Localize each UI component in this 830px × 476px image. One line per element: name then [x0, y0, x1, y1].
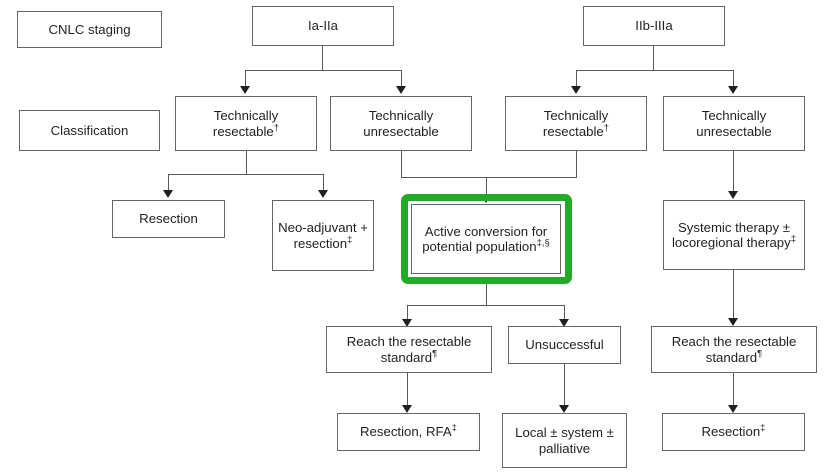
connector-iib-iiia-bar [576, 70, 733, 72]
arrow-to-reach-standard-right [728, 318, 738, 326]
connector-left-unresectable-stem [401, 151, 403, 178]
node-reach-standard-left-text: Reach the resectable standard¶ [331, 334, 487, 365]
node-systemic-therapy-label: Systemic therapy ± locoregional therapy [671, 219, 791, 251]
connector-to-neoadjuvant-drop [323, 174, 325, 192]
arrow-to-resection-rfa [402, 405, 412, 413]
node-active-conversion: Active conversion for potential populati… [411, 204, 561, 274]
node-resection-rfa-text: Resection, RFA‡ [360, 424, 457, 440]
node-local-system-palliative-text: Local ± system ± palliative [515, 425, 614, 456]
node-resection-final-text: Resection‡ [702, 424, 766, 440]
connector-systemic-therapy-stem [733, 270, 735, 320]
connector-iib-iiia-left-drop [576, 70, 578, 88]
node-active-conversion-text: Active conversion for potential populati… [416, 224, 556, 255]
footnote-marker-double-dagger-2: ‡ [790, 233, 797, 245]
connector-active-conversion-stem [486, 284, 488, 306]
node-reach-standard-left: Reach the resectable standard¶ [326, 326, 492, 373]
connector-ia-iia-left-drop [245, 70, 247, 88]
node-left-technically-unresectable-text: Technically unresectable [363, 108, 439, 139]
connector-ia-iia-right-drop [401, 70, 403, 88]
footnote-marker-double-dagger-section: ‡,§ [536, 237, 550, 249]
footnote-marker-pilcrow: ¶ [432, 348, 438, 360]
row-label-classification-text: Classification [50, 122, 129, 138]
node-reach-standard-right: Reach the resectable standard¶ [651, 326, 817, 373]
node-stage-ia-iia-text: Ia-IIa [307, 18, 339, 34]
row-label-cnlc-staging-text: CNLC staging [48, 21, 131, 37]
connector-reach-standard-right-stem [733, 373, 735, 407]
row-label-classification: Classification [19, 110, 160, 151]
node-local-system-palliative: Local ± system ± palliative [502, 413, 627, 468]
connector-ia-iia-bar [245, 70, 402, 72]
connector-active-conversion-drop [486, 177, 488, 197]
node-neoadjuvant-resection-label: Neo-adjuvant + resection [278, 220, 368, 251]
node-resection-final: Resection‡ [662, 413, 805, 451]
arrow-to-resection-final [728, 405, 738, 413]
connector-to-reach-standard-left-drop [407, 305, 409, 321]
node-left-technically-unresectable: Technically unresectable [330, 96, 472, 151]
connector-left-resectable-bar [168, 174, 324, 176]
node-right-technically-unresectable: Technically unresectable [663, 96, 805, 151]
node-systemic-therapy-text: Systemic therapy ± locoregional therapy‡ [668, 220, 800, 251]
node-resection-text: Resection [139, 211, 198, 227]
node-right-technically-resectable-label: Technically resectable [542, 108, 609, 139]
arrow-to-systemic-therapy [728, 191, 738, 199]
arrow-ia-iia-to-left-resectable [240, 86, 250, 94]
connector-right-unresectable-stem [733, 151, 735, 193]
node-unsuccessful-text: Unsuccessful [525, 337, 604, 353]
connector-to-unsuccessful-drop [564, 305, 566, 321]
connector-merge-bar-active-conversion [401, 177, 577, 179]
node-left-technically-resectable-text: Technically resectable† [180, 108, 312, 139]
node-resection-rfa: Resection, RFA‡ [337, 413, 480, 451]
node-left-technically-resectable-label: Technically resectable [212, 108, 279, 139]
node-reach-standard-right-label: Reach the resectable standard [671, 334, 797, 365]
connector-unsuccessful-stem [564, 364, 566, 407]
node-neoadjuvant-resection: Neo-adjuvant + resection‡ [272, 200, 374, 271]
node-systemic-therapy: Systemic therapy ± locoregional therapy‡ [663, 200, 805, 270]
arrow-ia-iia-to-left-unresectable [396, 86, 406, 94]
footnote-marker-double-dagger: ‡ [347, 234, 353, 246]
node-right-technically-unresectable-text: Technically unresectable [696, 108, 772, 139]
node-resection: Resection [112, 200, 225, 238]
arrow-to-active-conversion [481, 195, 491, 203]
node-stage-ia-iia: Ia-IIa [252, 6, 394, 46]
footnote-marker-pilcrow-2: ¶ [757, 348, 763, 360]
node-right-technically-resectable-text: Technically resectable† [510, 108, 642, 139]
connector-ia-iia-stem [322, 46, 324, 71]
node-resection-rfa-label: Resection, RFA [360, 424, 452, 440]
footnote-marker-dagger-2: † [603, 122, 610, 134]
arrow-iib-iiia-to-right-unresectable [728, 86, 738, 94]
footnote-marker-dagger: † [273, 122, 280, 134]
arrow-to-resection [163, 190, 173, 198]
node-stage-iib-iiia: IIb-IIIa [583, 6, 725, 46]
node-left-technically-resectable: Technically resectable† [175, 96, 317, 151]
connector-right-resectable-stem [576, 151, 578, 178]
arrow-iib-iiia-to-right-resectable [571, 86, 581, 94]
arrow-to-reach-standard-left [402, 319, 412, 327]
node-stage-iib-iiia-text: IIb-IIIa [635, 18, 673, 34]
node-neoadjuvant-resection-text: Neo-adjuvant + resection‡ [277, 220, 369, 251]
node-active-conversion-label: Active conversion for potential populati… [422, 223, 548, 255]
node-right-technically-resectable: Technically resectable† [505, 96, 647, 151]
connector-iib-iiia-stem [653, 46, 655, 71]
connector-left-resectable-stem [246, 151, 248, 175]
row-label-cnlc-staging: CNLC staging [17, 11, 162, 48]
arrow-to-neoadjuvant [318, 190, 328, 198]
arrow-to-unsuccessful [559, 319, 569, 327]
connector-reach-standard-left-stem [407, 373, 409, 407]
connector-to-resection-drop [168, 174, 170, 192]
connector-iib-iiia-right-drop [733, 70, 735, 88]
connector-active-conversion-bar [407, 305, 565, 307]
node-reach-standard-right-text: Reach the resectable standard¶ [656, 334, 812, 365]
node-unsuccessful: Unsuccessful [508, 326, 621, 364]
footnote-marker-double-dagger-4: ‡ [760, 422, 766, 434]
node-reach-standard-left-label: Reach the resectable standard [346, 334, 472, 365]
arrow-to-local-system-palliative [559, 405, 569, 413]
node-resection-final-label: Resection [701, 424, 761, 440]
footnote-marker-double-dagger-3: ‡ [451, 422, 457, 434]
